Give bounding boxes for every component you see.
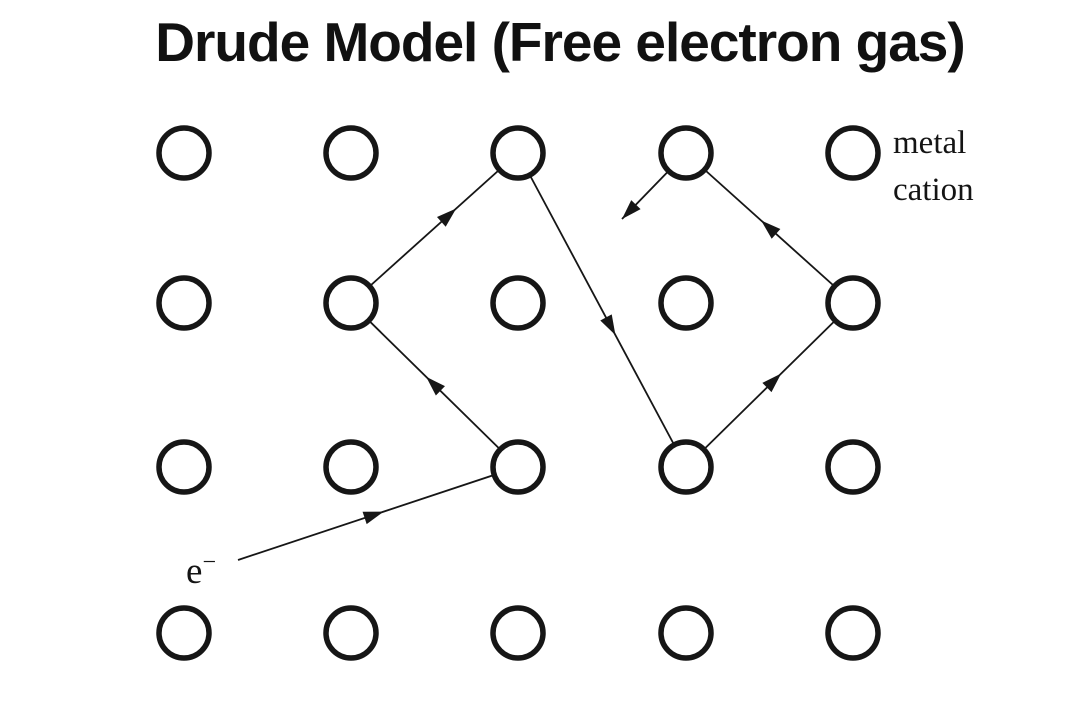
trajectory-arrowhead <box>762 373 782 393</box>
metal-cation-circle <box>156 439 212 495</box>
metal-cation-circle <box>658 275 714 331</box>
trajectory-segment <box>350 152 519 304</box>
trajectory-arrowhead <box>761 220 781 239</box>
metal-cation-label-line1: metal <box>893 125 967 161</box>
trajectory-arrowhead <box>622 200 641 219</box>
metal-cation-circle <box>156 275 212 331</box>
metal-cation-circle <box>156 125 212 181</box>
figure-title: Drude Model (Free electron gas) <box>155 11 965 73</box>
metal-cation-circle <box>323 439 379 495</box>
electron-charge-sign: − <box>202 549 216 576</box>
metal-cation-circle <box>156 605 212 661</box>
metal-cation-circle <box>490 439 546 495</box>
metal-cation-circle <box>490 275 546 331</box>
trajectory-arrowhead <box>436 208 457 227</box>
metal-cation-circle <box>825 605 881 661</box>
metal-cation-circle <box>658 605 714 661</box>
metal-cation-circle <box>825 439 881 495</box>
trajectory-segment <box>517 152 687 468</box>
metal-cation-label-line2: cation <box>893 172 974 208</box>
trajectory-arrowhead <box>600 314 616 336</box>
metal-cation-circle <box>658 125 714 181</box>
metal-cation-label: metal cation <box>893 120 974 214</box>
metal-cation-circle <box>323 125 379 181</box>
electron-trajectory <box>237 152 854 561</box>
metal-cation-circle <box>658 439 714 495</box>
metal-cation-circle <box>490 125 546 181</box>
metal-cation-circle <box>490 605 546 661</box>
electron-label: e− <box>186 550 216 593</box>
cation-lattice <box>156 125 881 661</box>
trajectory-arrowhead <box>362 511 384 525</box>
metal-cation-circle <box>825 275 881 331</box>
trajectory-arrowhead <box>426 376 445 396</box>
electron-symbol: e <box>186 551 203 592</box>
metal-cation-circle <box>323 605 379 661</box>
metal-cation-circle <box>323 275 379 331</box>
metal-cation-circle <box>825 125 881 181</box>
